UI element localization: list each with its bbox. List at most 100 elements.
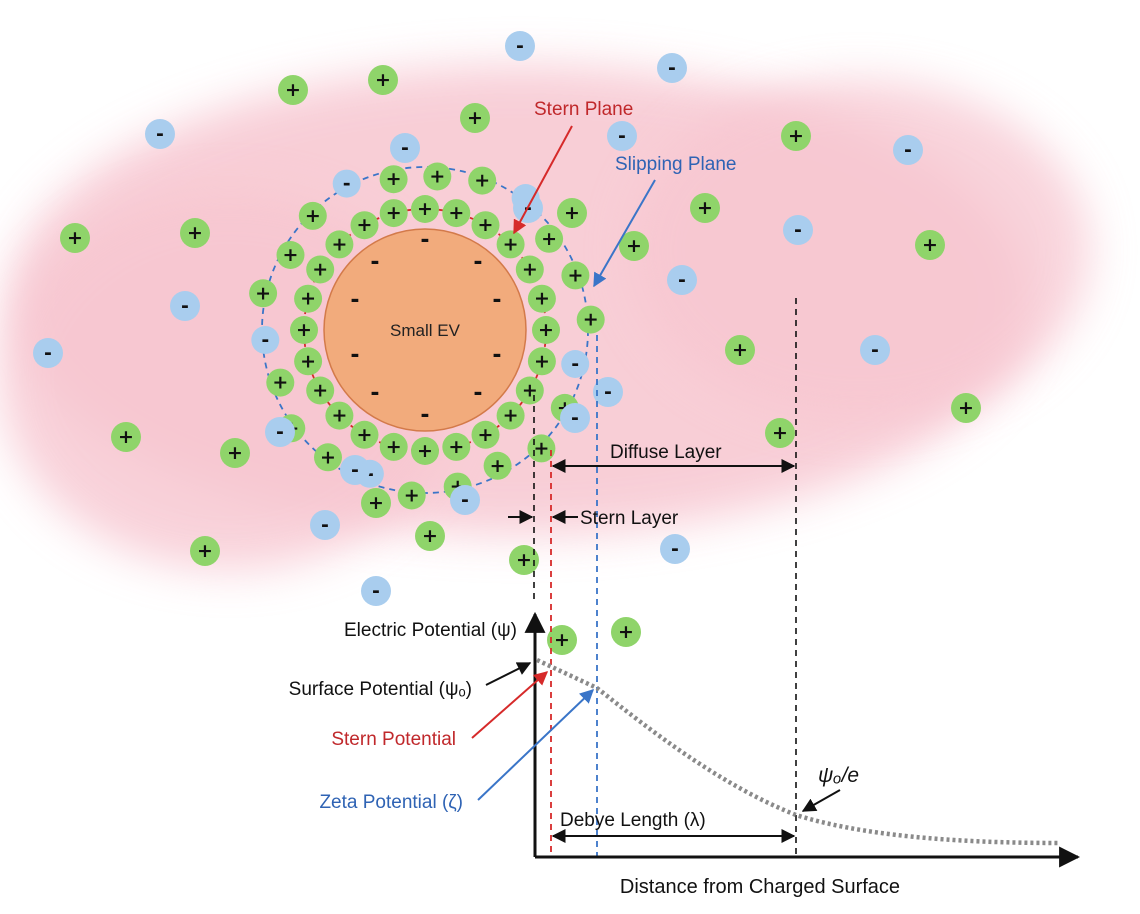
positive-ion: + (471, 420, 500, 449)
ion-sign: + (386, 168, 402, 190)
psi-over-e-label: ψₒ/e (818, 764, 859, 787)
ion-circle (310, 510, 340, 540)
ion-sign: - (156, 123, 164, 145)
ion-circle (379, 199, 408, 228)
positive-ion: + (379, 165, 408, 194)
ion-sign: + (357, 424, 373, 446)
ion-sign: - (678, 269, 686, 291)
ion-circle (298, 201, 327, 230)
ion-circle (332, 169, 361, 198)
positive-ion: + (325, 401, 354, 430)
positive-ion: + (278, 75, 308, 105)
surface-negative-charge: - (492, 343, 501, 368)
positive-ion: + (411, 437, 439, 465)
positive-ion: + (350, 420, 379, 449)
ion-sign: - (276, 421, 284, 443)
negative-ion: - (505, 31, 535, 61)
positive-ion: + (690, 193, 720, 223)
ion-sign: + (567, 264, 583, 286)
positive-ion: + (619, 231, 649, 261)
ion-circle (390, 133, 420, 163)
positive-ion: + (397, 481, 426, 510)
positive-ion: + (220, 438, 250, 468)
negative-ion: - (593, 377, 623, 407)
positive-ion: + (515, 376, 544, 405)
ion-sign: + (300, 350, 316, 372)
slipping-plane-arrow (593, 179, 656, 288)
ion-sign: - (461, 489, 469, 511)
ion-sign: + (429, 166, 445, 188)
positive-ion: + (306, 255, 335, 284)
ion-circle (535, 224, 564, 253)
negative-ion: - (33, 338, 63, 368)
ion-circle (350, 420, 379, 449)
positive-ion: + (180, 218, 210, 248)
positive-ion: + (442, 432, 471, 461)
positive-ion: + (111, 422, 141, 452)
positive-ion: + (527, 284, 556, 313)
slipping-plane-label: Slipping Plane (615, 154, 736, 175)
ion-sign: + (312, 259, 328, 281)
zeta-potential-arrow (477, 689, 595, 801)
negative-ion: - (361, 576, 391, 606)
ion-sign: + (331, 405, 347, 427)
psi-over-e-arrow (801, 789, 841, 812)
ion-sign: + (375, 69, 391, 91)
ion-circle (496, 401, 525, 430)
ion-sign: + (503, 233, 519, 255)
ion-circle (561, 350, 590, 378)
ion-sign: + (386, 202, 402, 224)
ion-sign: - (516, 35, 524, 57)
ion-circle (423, 162, 452, 191)
ion-circle (509, 545, 539, 575)
positive-ion: + (496, 230, 525, 259)
ion-sign: + (474, 170, 490, 192)
positive-ion: + (266, 368, 295, 397)
ion-sign: + (300, 288, 316, 310)
negative-ion: - (660, 534, 690, 564)
ion-sign: - (871, 339, 879, 361)
ion-sign: - (571, 353, 579, 375)
ion-layer: ++++++++++++++++++++++++++-+++-+++++-+++… (33, 31, 981, 655)
ion-sign: - (181, 295, 189, 317)
ion-circle (557, 198, 587, 228)
negative-ion: - (561, 350, 590, 378)
surface-potential-arrow (485, 662, 532, 686)
ion-sign: - (671, 538, 679, 560)
ion-sign: + (618, 621, 634, 643)
ion-circle (576, 305, 605, 334)
ion-circle (442, 432, 471, 461)
ion-sign: + (626, 235, 642, 257)
ion-circle (725, 335, 755, 365)
positive-ion: + (361, 488, 391, 518)
positive-ion: + (325, 230, 354, 259)
ion-circle (619, 231, 649, 261)
ion-sign: - (372, 580, 380, 602)
ion-circle (265, 417, 295, 447)
ion-circle (515, 376, 544, 405)
surface-negative-charge: - (473, 381, 482, 406)
positive-ion: + (368, 65, 398, 95)
ion-circle (314, 443, 342, 472)
ion-circle (527, 284, 556, 313)
ion-sign: + (255, 282, 271, 304)
ion-sign: - (351, 459, 359, 481)
ion-sign: + (312, 380, 328, 402)
ion-sign: - (261, 329, 269, 351)
positive-ion: + (249, 279, 278, 308)
ion-circle (690, 193, 720, 223)
ion-sign: + (187, 222, 203, 244)
positive-ion: + (415, 521, 445, 551)
ion-sign: - (321, 514, 329, 536)
positive-ion: + (290, 316, 318, 344)
positive-ion: + (496, 401, 525, 430)
positive-ion: + (515, 255, 544, 284)
positive-ion: + (557, 198, 587, 228)
surface-negative-charge: - (370, 250, 379, 275)
negative-ion: - (783, 215, 813, 245)
ion-sign: + (732, 339, 748, 361)
ion-sign: + (564, 202, 580, 224)
ion-sign: + (404, 485, 420, 507)
ion-circle (765, 418, 795, 448)
ion-sign: + (697, 197, 713, 219)
